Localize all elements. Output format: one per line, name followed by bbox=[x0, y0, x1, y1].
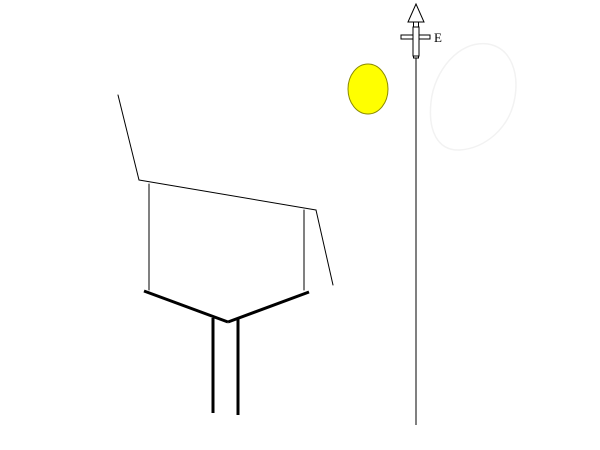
pole-group bbox=[400, 2, 431, 425]
sun-circle bbox=[347, 63, 389, 115]
top-slanted-edge-line bbox=[138, 179, 317, 211]
faint-outline-shape bbox=[429, 43, 517, 151]
base-right-thick-line bbox=[227, 290, 310, 324]
pole-marker-label: E bbox=[434, 30, 442, 45]
left-upper-slant-line bbox=[117, 94, 140, 181]
cross-icon bbox=[400, 26, 431, 57]
base-left-thick-line bbox=[143, 289, 229, 324]
right-outer-slant-line bbox=[315, 209, 334, 286]
thin-outline-figure bbox=[117, 94, 334, 291]
thick-base-figure bbox=[143, 289, 310, 415]
